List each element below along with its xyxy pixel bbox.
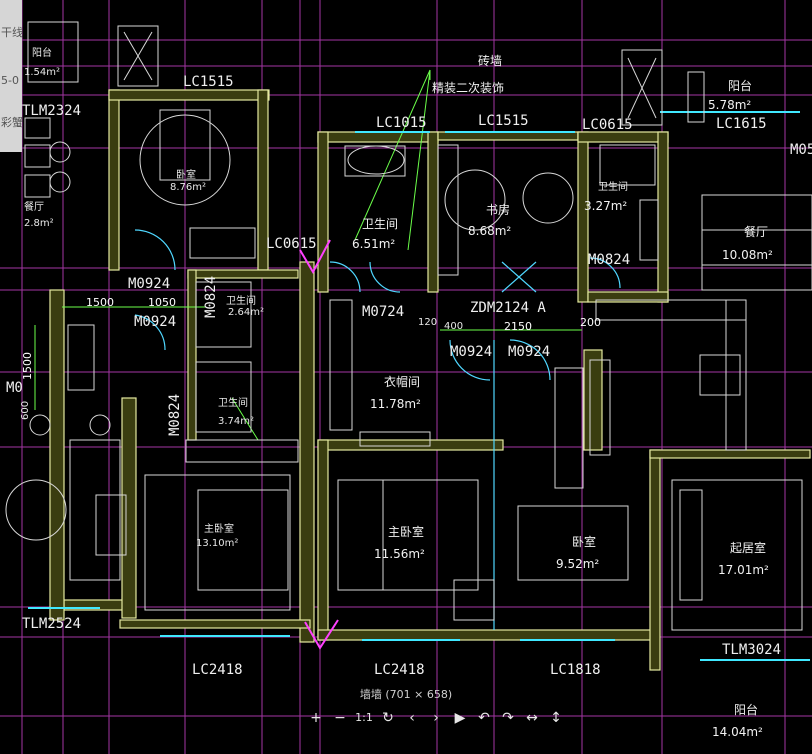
door-code: M0924 xyxy=(508,344,550,360)
window-code: LC1615 xyxy=(716,116,767,132)
window-code: LC0615 xyxy=(266,236,317,252)
furniture xyxy=(5,21,812,631)
flip-vertical-icon[interactable]: ↕ xyxy=(550,710,562,726)
door-code: TLM2324 xyxy=(22,103,81,119)
room-name: 主卧室 xyxy=(204,522,234,535)
prev-icon[interactable]: ‹ xyxy=(409,710,415,726)
room-name: 卧室 xyxy=(572,534,596,549)
door-code: M0824 xyxy=(588,252,630,268)
room-name: 卫生间 xyxy=(218,396,248,409)
dimension-label: 1500 xyxy=(86,296,114,309)
room-area: 17.01m² xyxy=(718,563,769,577)
room-area: 1.54m² xyxy=(24,67,60,78)
room-area: 11.78m² xyxy=(370,397,421,411)
door-code: M0724 xyxy=(362,304,404,320)
zoom-in-icon[interactable]: + xyxy=(310,710,322,726)
room-name: 餐厅 xyxy=(744,224,768,239)
room-area: 8.68m² xyxy=(468,224,511,238)
dimension-label: 120 xyxy=(418,317,437,328)
section-marks xyxy=(299,239,339,650)
dimension-label: 400 xyxy=(444,321,463,332)
door-code: M0824 xyxy=(167,394,183,436)
room-name: 书房 xyxy=(486,202,510,217)
room-area: 5.78m² xyxy=(708,98,751,112)
viewer-toolbar: + − 1:1 ↻ ‹ › ▶ ↶ ↷ ↔ ↕ xyxy=(306,706,566,730)
rotate-right-icon[interactable]: ↷ xyxy=(502,710,514,726)
room-name: 阳台 xyxy=(32,46,52,59)
window-code: LC1015 xyxy=(376,115,427,131)
panel-text: 5-0 xyxy=(1,74,19,87)
door-code: M0824 xyxy=(203,276,219,318)
door-code: M0924 xyxy=(134,314,176,330)
window-code: LC1515 xyxy=(183,74,234,90)
room-name: 卫生间 xyxy=(362,217,398,231)
rotate-left-icon[interactable]: ↶ xyxy=(478,710,490,726)
room-area: 6.51m² xyxy=(352,237,395,251)
room-area: 2.64m² xyxy=(228,307,264,318)
room-area: 13.10m² xyxy=(196,538,238,549)
room-area: 9.52m² xyxy=(556,557,599,571)
play-icon[interactable]: ▶ xyxy=(454,710,466,726)
annotation-lines xyxy=(34,69,582,441)
walls xyxy=(49,89,811,671)
room-area: 14.04m² xyxy=(712,725,763,739)
dimension-label: 600 xyxy=(20,401,31,420)
note-brick-wall: 砖墙 xyxy=(478,53,502,68)
window-code: LC2418 xyxy=(192,662,243,678)
actual-size-icon[interactable]: 1:1 xyxy=(355,711,373,724)
door-code: M0 xyxy=(6,380,23,396)
window-code: LC1515 xyxy=(478,113,529,129)
room-labels: 阳台 1.54m² 餐厅 2.8m² 卧室 8.76m² 卫生间 6.51m² … xyxy=(24,46,773,739)
panel-text: 干线 xyxy=(1,26,23,39)
room-name: 起居室 xyxy=(730,540,766,555)
room-name: 卧室 xyxy=(176,168,196,181)
room-name: 餐厅 xyxy=(24,200,44,213)
side-panel-fragment: 干线 5-0 彩蟹 xyxy=(0,0,23,152)
room-name: 阳台 xyxy=(728,78,752,93)
dimension-label: 1050 xyxy=(148,296,176,309)
room-area: 11.56m² xyxy=(374,547,425,561)
door-code: TLM3024 xyxy=(722,642,781,658)
room-name: 阳台 xyxy=(734,702,758,717)
room-name: 衣帽间 xyxy=(384,374,420,389)
dimension-label: 200 xyxy=(580,316,601,329)
door-code: ZDM2124 A xyxy=(470,300,546,316)
door-code: TLM2524 xyxy=(22,616,81,632)
room-area: 8.76m² xyxy=(170,182,206,193)
room-area: 3.27m² xyxy=(584,199,627,213)
room-area: 2.8m² xyxy=(24,218,54,229)
note-finish-decoration: 精装二次装饰 xyxy=(432,81,504,95)
room-name: 主卧室 xyxy=(388,524,424,539)
door-code: M05 xyxy=(790,142,812,158)
room-name: 卫生间 xyxy=(598,180,628,193)
reset-icon[interactable]: ↻ xyxy=(382,710,394,726)
dimension-label: 1500 xyxy=(21,352,34,380)
windows xyxy=(28,111,810,661)
door-code: M0924 xyxy=(128,276,170,292)
zoom-out-icon[interactable]: − xyxy=(334,710,346,726)
door-code: M0924 xyxy=(450,344,492,360)
next-icon[interactable]: › xyxy=(433,710,439,726)
panel-text: 彩蟹 xyxy=(1,116,23,129)
image-caption: 墙墙 (701 × 658) xyxy=(359,688,453,701)
room-area: 10.08m² xyxy=(722,248,773,262)
room-name: 卫生间 xyxy=(226,294,256,307)
window-code: LC2418 xyxy=(374,662,425,678)
dimension-label: 2150 xyxy=(504,320,532,333)
window-code: LC0615 xyxy=(582,117,633,133)
window-code: LC1818 xyxy=(550,662,601,678)
room-area: 3.74m² xyxy=(218,416,254,427)
flip-horizontal-icon[interactable]: ↔ xyxy=(526,710,538,726)
